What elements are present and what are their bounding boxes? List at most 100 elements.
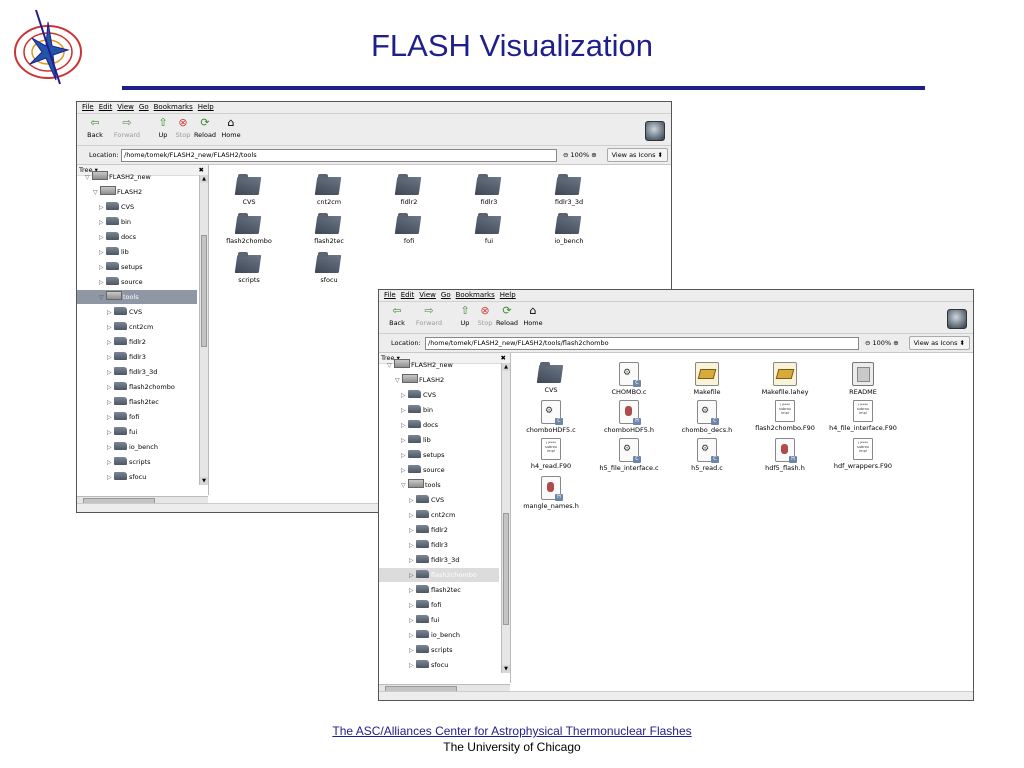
tree-item-cvs[interactable]: ▷CVS	[77, 305, 197, 319]
stop-button[interactable]: ⊗Stop	[471, 304, 499, 331]
expander-icon[interactable]: ▷	[99, 279, 104, 286]
expander-icon[interactable]: ▷	[107, 459, 112, 466]
tree-item-fidlr3-3d[interactable]: ▷fidlr3_3d	[379, 553, 499, 567]
expander-icon[interactable]: ▷	[401, 422, 406, 429]
menu-edit[interactable]: Edit	[98, 103, 113, 111]
menu-view[interactable]: View	[117, 103, 134, 111]
tree-item-bin[interactable]: ▷bin	[77, 215, 197, 229]
expander-icon[interactable]: ▷	[409, 557, 414, 564]
tree-item-sfocu[interactable]: ▷sfocu	[379, 658, 499, 672]
tree-item-fidlr3[interactable]: ▷fidlr3	[379, 538, 499, 552]
tree-header[interactable]: Tree ▾✖	[379, 353, 510, 364]
menu-file[interactable]: File	[384, 291, 396, 299]
up-button[interactable]: ⇧Up	[451, 304, 479, 331]
footer-link[interactable]: The ASC/Alliances Center for Astrophysic…	[332, 724, 692, 738]
folder-item[interactable]: fofi	[374, 213, 444, 245]
expander-icon[interactable]: ▷	[409, 497, 414, 504]
forward-button[interactable]: ⇨Forward	[113, 116, 141, 139]
tree-item-fui[interactable]: ▷fui	[77, 425, 197, 439]
expander-icon[interactable]: ▷	[107, 309, 112, 316]
expander-icon[interactable]: ▷	[401, 437, 406, 444]
view-as-select[interactable]: View as Icons ⬍	[908, 336, 970, 350]
menu-bookmarks[interactable]: Bookmarks	[455, 291, 495, 299]
tree-item-io-bench[interactable]: ▷io_bench	[77, 440, 197, 454]
folder-item[interactable]: flash2chombo	[214, 213, 284, 245]
forward-button[interactable]: ⇨Forward	[415, 304, 443, 327]
tree-item-sfocu[interactable]: ▷sfocu	[77, 470, 197, 484]
tree-item-scripts[interactable]: ▷scripts	[379, 643, 499, 657]
expander-icon[interactable]: ▷	[401, 392, 406, 399]
expander-icon[interactable]: ▷	[409, 587, 414, 594]
menu-go[interactable]: Go	[440, 291, 451, 299]
expander-icon[interactable]: ▷	[409, 617, 414, 624]
expander-icon[interactable]: ▷	[99, 264, 104, 271]
folder-item[interactable]: io_bench	[534, 213, 604, 245]
tree-header[interactable]: Tree ▾✖	[77, 165, 208, 176]
tree-item-cnt2cm[interactable]: ▷cnt2cm	[77, 320, 197, 334]
expander-icon[interactable]: ▽	[93, 189, 98, 196]
folder-item[interactable]: scripts	[214, 252, 284, 284]
expander-icon[interactable]: ▷	[107, 324, 112, 331]
menu-file[interactable]: File	[82, 103, 94, 111]
tree-item-docs[interactable]: ▷docs	[379, 418, 499, 432]
expander-icon[interactable]: ▷	[107, 414, 112, 421]
menu-help[interactable]: Help	[197, 103, 214, 111]
tree-item-fidlr3-3d[interactable]: ▷fidlr3_3d	[77, 365, 197, 379]
expander-icon[interactable]: ▽	[99, 294, 104, 301]
expander-icon[interactable]: ▷	[401, 452, 406, 459]
expander-icon[interactable]: ▷	[409, 512, 414, 519]
expander-icon[interactable]: ▷	[107, 354, 112, 361]
tree-item-cvs[interactable]: ▷CVS	[379, 493, 499, 507]
tree-item-lib[interactable]: ▷lib	[77, 245, 197, 259]
folder-item[interactable]: cnt2cm	[294, 174, 364, 206]
view-as-select[interactable]: View as Icons ⬍	[606, 148, 668, 162]
expander-icon[interactable]: ▷	[409, 572, 414, 579]
back-button[interactable]: ⇦Back	[383, 304, 411, 331]
tree-item-flash2-new[interactable]: ▽FLASH2_new	[379, 358, 499, 372]
tree-item-flash2[interactable]: ▽FLASH2	[77, 185, 197, 199]
folder-item[interactable]: sfocu	[294, 252, 364, 284]
expander-icon[interactable]: ▷	[409, 542, 414, 549]
expander-icon[interactable]: ▽	[387, 362, 392, 369]
tree-item-flash2chombo[interactable]: ▷flash2chombo	[77, 380, 197, 394]
zoom-out-icon[interactable]: ⊖	[563, 151, 569, 159]
zoom-in-icon[interactable]: ⊕	[591, 151, 597, 159]
folder-item[interactable]: CVS	[214, 174, 284, 206]
tree-item-flash2tec[interactable]: ▷flash2tec	[379, 583, 499, 597]
location-input[interactable]: /home/tomek/FLASH2_new/FLASH2/tools/flas…	[425, 337, 859, 350]
expander-icon[interactable]: ▷	[107, 429, 112, 436]
tree-item-tools[interactable]: ▽tools	[77, 290, 197, 304]
folder-item[interactable]: flash2tec	[294, 213, 364, 245]
expander-icon[interactable]: ▷	[401, 407, 406, 414]
file-item[interactable]: CVS	[516, 362, 586, 394]
tree-item-cvs[interactable]: ▷CVS	[379, 388, 499, 402]
expander-icon[interactable]: ▷	[99, 234, 104, 241]
tree-item-io-bench[interactable]: ▷io_bench	[379, 628, 499, 642]
expander-icon[interactable]: ▷	[107, 384, 112, 391]
expander-icon[interactable]: ▷	[99, 204, 104, 211]
expander-icon[interactable]: ▷	[99, 249, 104, 256]
expander-icon[interactable]: ▷	[107, 369, 112, 376]
expander-icon[interactable]: ▷	[107, 444, 112, 451]
file-item[interactable]: README	[828, 362, 898, 396]
folder-item[interactable]: fidlr3_3d	[534, 174, 604, 206]
home-button[interactable]: ⌂Home	[519, 304, 547, 331]
zoom-in-icon[interactable]: ⊕	[893, 339, 899, 347]
expander-icon[interactable]: ▷	[409, 662, 414, 669]
back-button[interactable]: ⇦Back	[81, 116, 109, 143]
tree-item-flash2[interactable]: ▽FLASH2	[379, 373, 499, 387]
tree-vertical-scrollbar[interactable]: ▲ ▼	[501, 363, 510, 673]
close-sidebar-icon[interactable]: ✖	[198, 166, 204, 174]
expander-icon[interactable]: ▷	[99, 219, 104, 226]
file-item[interactable]: Makefile	[672, 362, 742, 396]
zoom-control[interactable]: ⊖ 100% ⊕	[563, 151, 597, 159]
menu-help[interactable]: Help	[499, 291, 516, 299]
